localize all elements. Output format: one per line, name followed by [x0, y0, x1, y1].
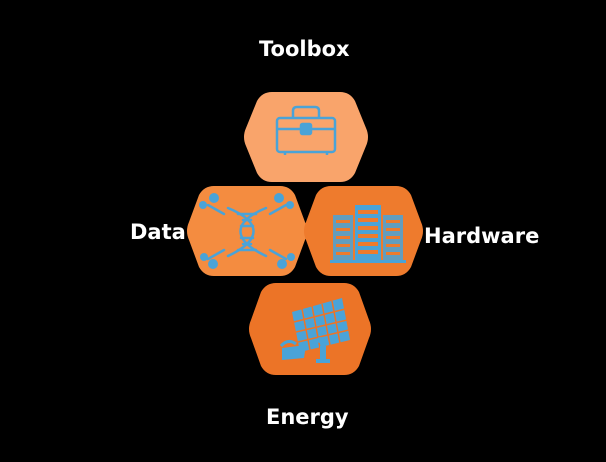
data-hexagon — [187, 186, 307, 276]
data-node — [187, 186, 307, 276]
toolbox-hexagon — [244, 92, 368, 182]
dna-icon — [199, 193, 295, 269]
hardware-node — [304, 186, 423, 276]
hardware-label: Hardware — [424, 224, 540, 248]
energy-node — [249, 283, 371, 375]
server-rack-icon — [330, 205, 406, 263]
toolbox-label: Toolbox — [259, 37, 350, 61]
toolbox-icon — [275, 105, 337, 155]
data-label: Data — [130, 220, 186, 244]
energy-label: Energy — [266, 405, 349, 429]
solar-panel-icon — [279, 298, 350, 363]
toolbox-node — [244, 92, 368, 182]
